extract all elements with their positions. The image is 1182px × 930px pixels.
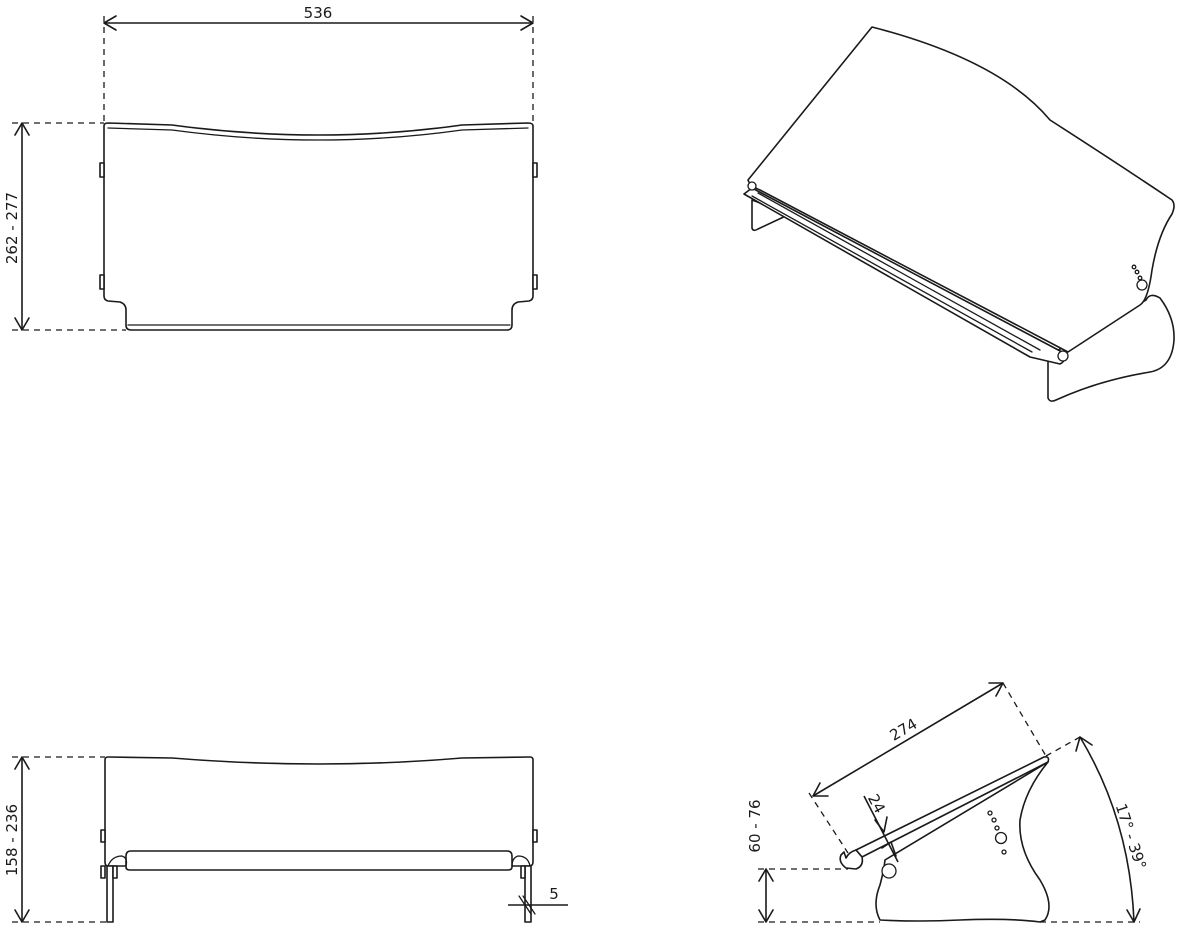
front-view-tab-right-top bbox=[532, 162, 538, 178]
lip-label: 24 bbox=[864, 791, 889, 816]
angle-arrow-top bbox=[1075, 736, 1093, 752]
lowered-height-arrow-top bbox=[14, 756, 30, 770]
base-height-label: 60 - 76 bbox=[746, 799, 764, 852]
height-label: 262 - 277 bbox=[3, 192, 21, 264]
lowered-view-panel bbox=[104, 756, 534, 867]
thickness-tick-right bbox=[522, 895, 536, 915]
side-view-board bbox=[855, 756, 1050, 858]
side-view-adjust-hole-large bbox=[994, 831, 1008, 845]
depth-label: 274 bbox=[887, 715, 921, 745]
front-view: 536 262 - 277 bbox=[3, 4, 538, 331]
isometric-board bbox=[747, 26, 1175, 353]
isometric-lip-inner-line bbox=[751, 195, 1033, 353]
lowered-view-tab-left-top bbox=[100, 829, 106, 843]
isometric-lip-inner-line-2 bbox=[757, 192, 1041, 351]
side-view-adjust-hole-2 bbox=[991, 817, 997, 823]
side-view-lip bbox=[839, 849, 864, 870]
width-arrow-right bbox=[520, 15, 534, 31]
side-view-adjust-hole-1 bbox=[987, 810, 993, 816]
lowered-front-view: 158 - 236 5 bbox=[3, 756, 568, 923]
isometric-rod-end-right bbox=[1057, 350, 1069, 362]
lowered-view-leg-left bbox=[106, 865, 114, 923]
isometric-adjust-hole-2 bbox=[1134, 269, 1140, 275]
base-height-arrow-top bbox=[758, 868, 774, 882]
lowered-view-hook-left bbox=[107, 855, 128, 867]
lowered-view-tab-left-bottom bbox=[100, 865, 106, 879]
angle-arrow-bottom bbox=[1126, 908, 1141, 923]
height-arrow-top bbox=[14, 122, 30, 136]
side-view-adjust-hole-3 bbox=[994, 825, 1000, 831]
lip-arrow-2 bbox=[881, 841, 897, 857]
depth-arrow-front bbox=[812, 782, 829, 797]
front-view-top-edge bbox=[107, 127, 529, 141]
side-view-adjust-hole-4 bbox=[1001, 849, 1007, 855]
front-view-tab-right-bottom bbox=[532, 274, 538, 290]
lowered-view-tab-right-top bbox=[532, 829, 538, 843]
isometric-right-leg bbox=[1047, 294, 1175, 402]
thickness-label: 5 bbox=[549, 885, 559, 903]
side-view-rod bbox=[881, 863, 897, 879]
lowered-view-hook-right bbox=[511, 855, 531, 867]
lowered-view-leg-right bbox=[524, 865, 532, 923]
lowered-view-tab-right-inner bbox=[520, 865, 526, 879]
width-label: 536 bbox=[304, 4, 333, 22]
depth-extension-front bbox=[808, 792, 849, 854]
angle-arc bbox=[1079, 736, 1135, 923]
isometric-rod-end-left bbox=[747, 181, 757, 191]
isometric-adjust-hole-1 bbox=[1131, 264, 1137, 270]
base-height-arrow-bottom bbox=[758, 909, 774, 923]
side-view: 274 24 60 - 76 17° - 39° bbox=[746, 682, 1150, 923]
depth-extension-back bbox=[1002, 682, 1047, 757]
depth-dimension-line bbox=[812, 682, 1004, 797]
front-view-tab-left-top bbox=[99, 162, 105, 178]
height-arrow-bottom bbox=[14, 317, 30, 331]
lowered-view-tray bbox=[125, 850, 513, 871]
depth-arrow-back bbox=[988, 682, 1004, 697]
thickness-tick-left bbox=[518, 895, 532, 915]
lowered-height-label: 158 - 236 bbox=[3, 804, 21, 876]
front-view-panel bbox=[103, 122, 534, 331]
isometric-left-leg bbox=[751, 199, 791, 232]
width-arrow-left bbox=[103, 15, 117, 31]
lip-arrow bbox=[874, 816, 888, 833]
front-view-tab-left-bottom bbox=[99, 274, 105, 290]
lowered-height-arrow-bottom bbox=[14, 909, 30, 923]
side-view-support bbox=[875, 761, 1050, 923]
isometric-adjust-hole-3 bbox=[1137, 275, 1143, 281]
lowered-view-tab-left-inner bbox=[112, 865, 118, 879]
angle-label: 17° - 39° bbox=[1112, 801, 1150, 871]
isometric-adjust-hole-large bbox=[1136, 279, 1148, 291]
isometric-view bbox=[743, 26, 1175, 402]
angle-extension-board bbox=[1045, 736, 1081, 757]
